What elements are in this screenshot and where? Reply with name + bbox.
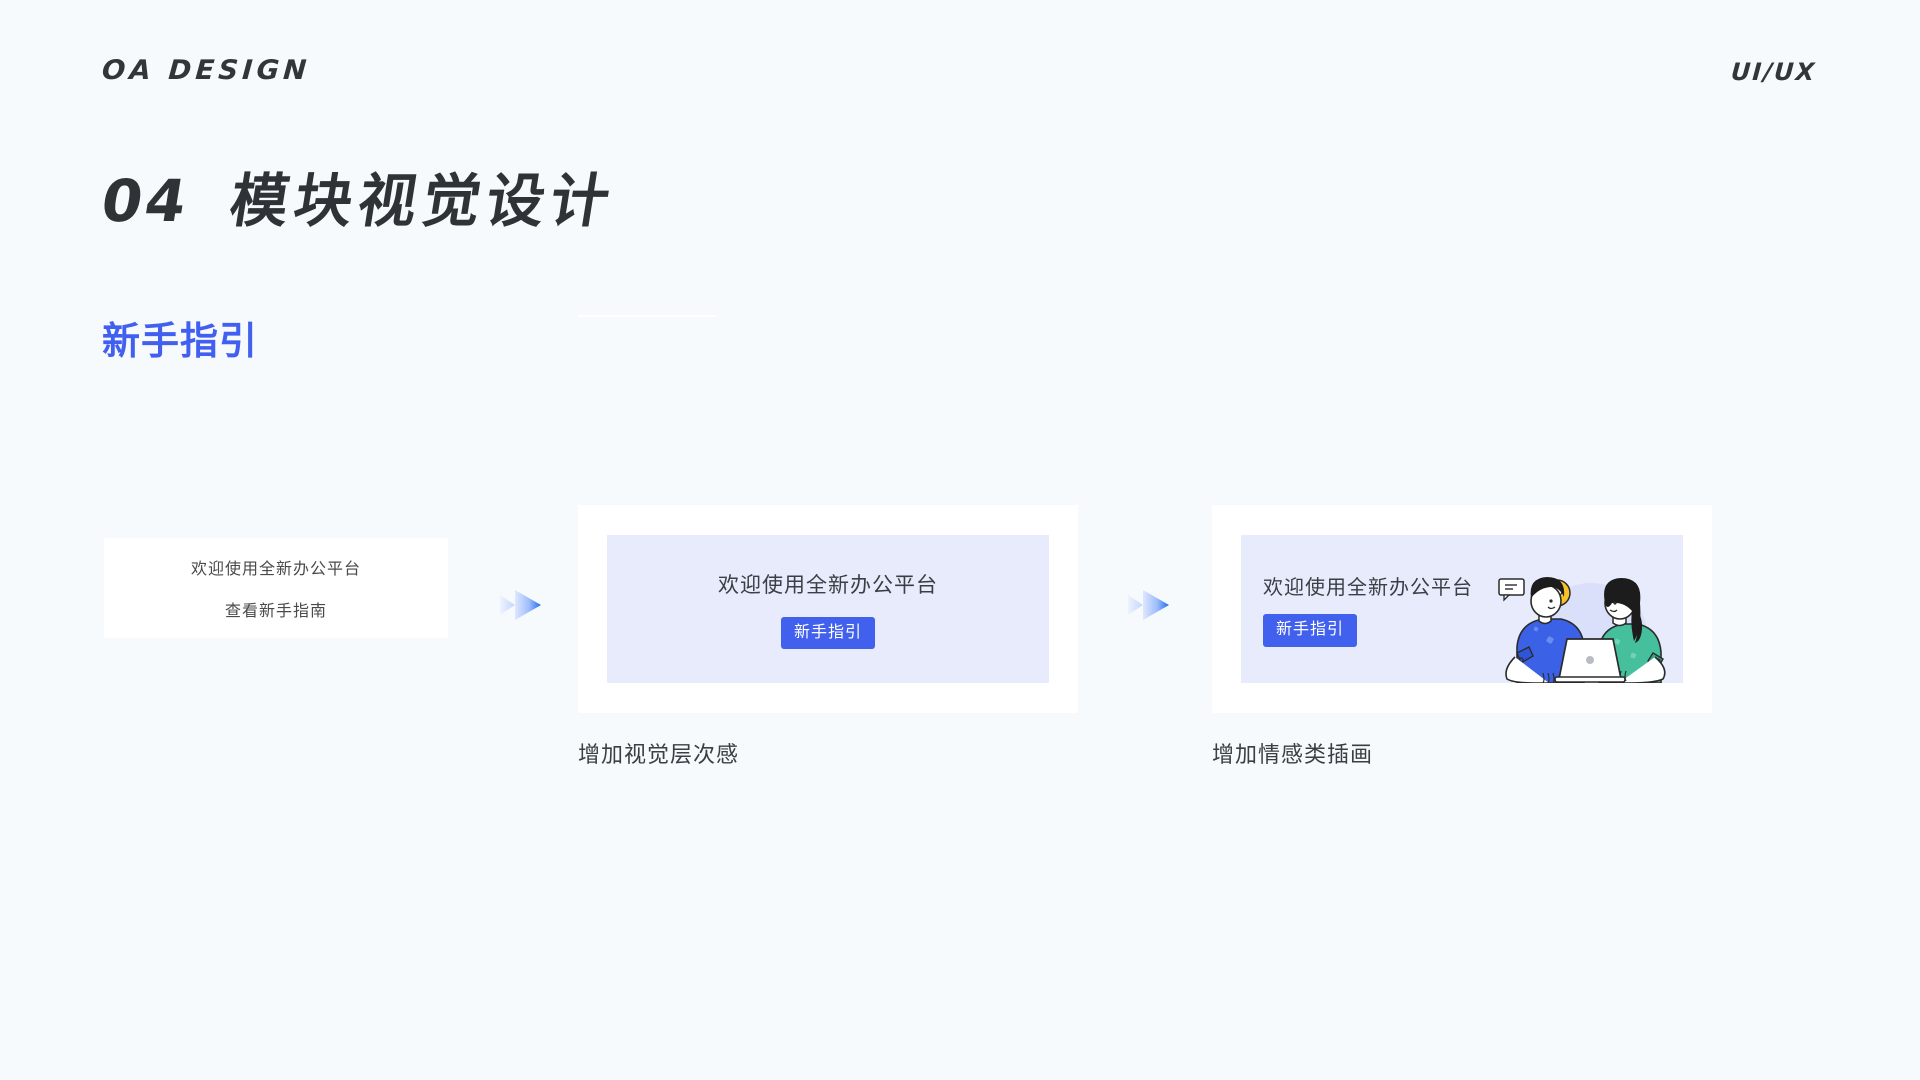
section-title: 新手指引 [102, 321, 259, 363]
step-3-heading: 欢迎使用全新办公平台 [1263, 577, 1473, 600]
brand-tagline: UI/UX [1729, 58, 1817, 86]
step-3-cta-button[interactable]: 新手指引 [1263, 614, 1358, 647]
double-chevron-right-icon [500, 588, 556, 622]
step-3-caption: 增加情感类插画 [1212, 742, 1374, 767]
step-2-cta-button[interactable]: 新手指引 [780, 616, 875, 650]
step-3-panel: 欢迎使用全新办公平台 新手指引 [1241, 535, 1683, 687]
step-1-line-2: 查看新手指南 [224, 603, 327, 620]
brand-logo: OA DESIGN [100, 55, 312, 86]
decorative-divider [578, 315, 716, 317]
flow-container: 欢迎使用全新办公平台 查看新手指南 欢迎使用全新办公平台 新 [0, 505, 1920, 785]
page-title: 04 模块视觉设计 [97, 167, 621, 235]
double-chevron-right-icon [1128, 588, 1184, 622]
step-1-line-1: 欢迎使用全新办公平台 [190, 561, 361, 578]
step-2-panel: 欢迎使用全新办公平台 新手指引 [607, 535, 1049, 683]
step-1-card: 欢迎使用全新办公平台 查看新手指南 [104, 538, 448, 638]
page-title-text: 模块视觉设计 [225, 167, 621, 235]
page-title-number: 04 [96, 167, 195, 235]
step-2-heading: 欢迎使用全新办公平台 [718, 573, 938, 597]
step-3-text-group: 欢迎使用全新办公平台 新手指引 [1241, 571, 1473, 647]
step-2-card: 欢迎使用全新办公平台 新手指引 [578, 505, 1078, 713]
step-2-caption: 增加视觉层次感 [578, 742, 740, 767]
step-3-card: 欢迎使用全新办公平台 新手指引 [1212, 505, 1712, 713]
two-people-at-laptop-illustration [1495, 561, 1677, 687]
